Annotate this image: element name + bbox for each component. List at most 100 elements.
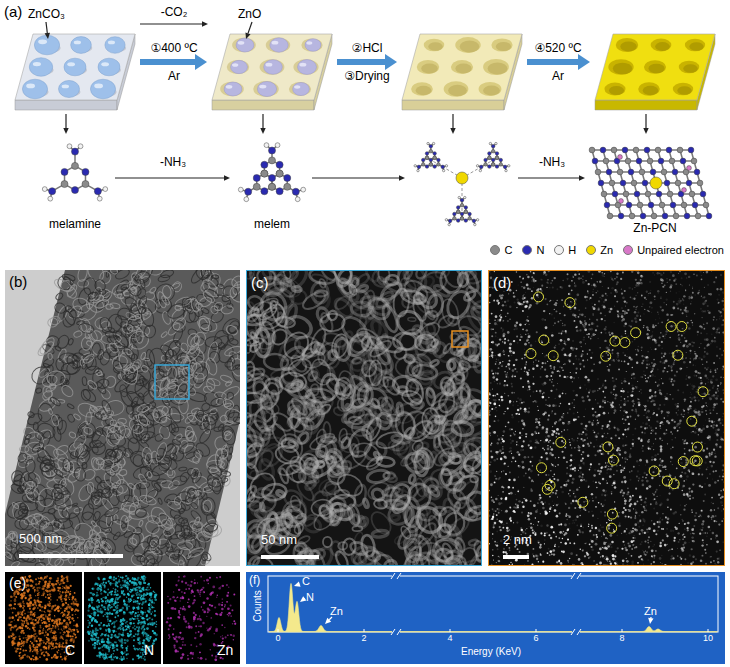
atom: [445, 219, 447, 221]
atom: [417, 169, 419, 171]
drawing: [224, 82, 242, 96]
drawing: [643, 86, 659, 95]
atom: [505, 169, 507, 171]
legend-item: N: [522, 244, 544, 257]
atom-swatch: [490, 245, 500, 255]
atom: [680, 158, 686, 164]
drawing: [595, 100, 697, 110]
atom: [476, 165, 478, 167]
atom-swatch: [623, 245, 633, 255]
atom: [261, 161, 268, 168]
drawing: [294, 85, 300, 88]
atom: [437, 163, 441, 167]
drawing: [94, 84, 103, 89]
drawing: [232, 63, 238, 66]
process-condition: ④520 ºC: [534, 42, 581, 56]
legend-text: Unpaired electron: [637, 244, 724, 257]
atom: [672, 169, 678, 175]
atom: [488, 152, 492, 156]
atom: [598, 180, 604, 186]
atom: [625, 158, 631, 164]
drawing: [38, 40, 47, 45]
atom: [432, 142, 434, 144]
atom: [429, 144, 433, 148]
drawing: [29, 58, 52, 77]
drawing: [272, 41, 279, 45]
atom: [71, 162, 78, 169]
atom: [600, 147, 606, 153]
atom: [275, 143, 280, 148]
atom: [499, 158, 503, 162]
drawing: [15, 100, 117, 110]
atom: [425, 165, 429, 169]
atom: [619, 199, 624, 204]
atom: [480, 165, 484, 169]
atom: [301, 187, 306, 192]
atom: [688, 147, 694, 153]
atom: [666, 147, 672, 153]
atom: [460, 212, 464, 216]
drawing: [655, 42, 670, 51]
atom: [673, 213, 679, 219]
chemical-label: ZnO: [238, 8, 261, 22]
atom: [622, 147, 628, 153]
atom: [495, 142, 497, 144]
tem-image-panel: (b)500 nm: [5, 270, 240, 566]
atom: [284, 183, 291, 190]
drawing: [299, 63, 306, 67]
molecule-name: melamine: [49, 218, 101, 232]
drawing: [613, 63, 632, 75]
atom: [644, 147, 650, 153]
atom: [491, 144, 495, 148]
legend-text: H: [568, 244, 576, 257]
legend-item: C: [490, 244, 512, 257]
atom: [425, 152, 429, 156]
drawing: [34, 35, 59, 55]
atom: [650, 177, 662, 189]
drawing: [257, 81, 276, 96]
atom: [268, 183, 275, 190]
atom: [508, 165, 510, 167]
atom: [667, 191, 673, 197]
atom: [655, 147, 661, 153]
atom: [664, 180, 670, 186]
drawing: [101, 62, 109, 66]
drawing: [212, 100, 314, 110]
atom: [601, 191, 607, 197]
atom: [645, 191, 651, 197]
drawing: [293, 82, 310, 95]
atom: [661, 169, 667, 175]
atom: [427, 142, 429, 144]
arrow-head: [63, 128, 68, 134]
atom-swatch: [586, 245, 596, 255]
arrow-head: [202, 21, 208, 26]
process-condition: ①400 ºC: [150, 42, 197, 56]
atom: [97, 196, 102, 201]
atom: [640, 213, 646, 219]
drawing: [58, 80, 79, 97]
atom: [648, 202, 654, 208]
atom: [94, 188, 101, 195]
atom: [611, 147, 617, 153]
drawing: [226, 85, 233, 89]
atom: [295, 197, 300, 202]
atom: [442, 169, 444, 171]
atom: [472, 219, 476, 223]
atom: [421, 158, 425, 162]
atom: [695, 213, 701, 219]
atom: [61, 168, 68, 175]
atom: [253, 183, 260, 190]
atom: [499, 163, 503, 167]
byproduct-label: -CO₂: [161, 6, 188, 20]
arrow-head: [399, 175, 405, 180]
atom: [458, 196, 460, 198]
atom: [468, 212, 472, 216]
zn-pcn-sheet: [589, 147, 712, 219]
atom: [629, 213, 635, 219]
atom: [658, 158, 664, 164]
melem-molecule: [238, 143, 305, 202]
process-condition: Ar: [168, 70, 180, 84]
panel-label: (a): [4, 3, 22, 20]
atom: [276, 170, 283, 177]
